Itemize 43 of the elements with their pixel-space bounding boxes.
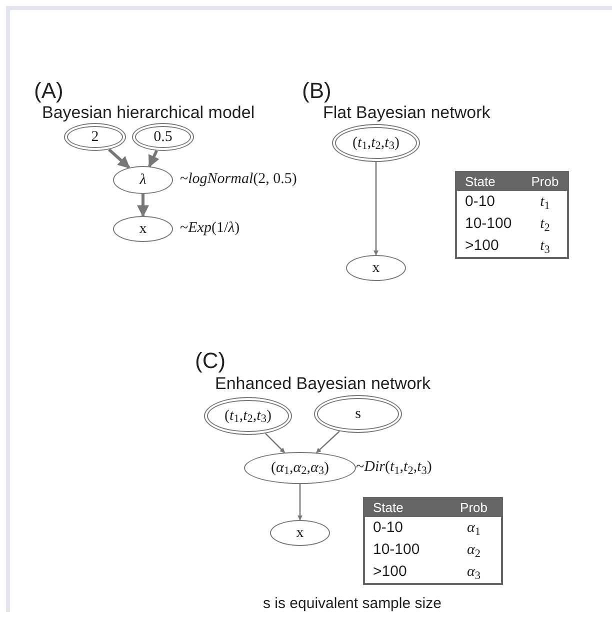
table-cell-text: 0-10 [372,518,404,538]
panel-title: Flat Bayesian network [323,104,490,121]
node-label: (α$_{1}$,α$_{2}$,α$_{3}$) [271,460,329,476]
arrow [137,194,149,218]
node-label: (t$_{1}$,t$_{2}$,t$_{3}$) [352,136,400,150]
table-cell-text: t$_{2}$ [539,215,551,235]
arrow [108,148,130,169]
panel-letter: (B) [302,80,332,102]
table-cell-text: >100 [372,562,408,582]
arrow [374,162,378,256]
distribution-label: ~logNormal(2, 0.5) [180,172,297,187]
table-cell-text: 10-100 [372,540,421,560]
panel-title: Enhanced Bayesian network [215,375,430,392]
node-label: x [372,260,380,276]
table-cell-text: 0-10 [464,192,496,212]
node-label: (t$_{1}$,t$_{2}$,t$_{3}$) [224,408,272,424]
arrow [264,432,286,454]
table-cell-text: α$_{1}$ [466,519,482,539]
table-cell-text: α$_{3}$ [466,563,482,583]
distribution-label: ~Exp(1/λ) [180,221,240,236]
panel-letter: (A) [34,80,64,102]
table-cell-text: α$_{2}$ [466,541,482,561]
table-cell-text: >100 [464,236,500,256]
node-label: 0.5 [154,130,172,144]
node-label: x [296,526,304,540]
footnote: s is equivalent sample size [263,596,442,611]
column-header: State [372,499,404,517]
table-cell-text: 10-100 [464,214,513,234]
panel-title: Bayesian hierarchical model [42,104,255,121]
node-label: λ [140,172,146,188]
distribution-label: ~Dir(t$_{1}$,t$_{2}$,t$_{3}$) [356,460,432,475]
column-header: State [464,173,496,191]
column-header: Prob [530,173,560,191]
arrow [316,430,340,454]
table-cell-text: t$_{3}$ [539,237,551,257]
arrow [148,150,160,168]
table-cell-text: t$_{1}$ [539,193,551,213]
node-label: s [355,406,361,422]
column-header: Prob [459,499,489,517]
arrow [298,484,302,520]
node-label: 2 [91,130,99,144]
panel-letter: (C) [195,350,226,372]
node-label: x [139,222,147,236]
